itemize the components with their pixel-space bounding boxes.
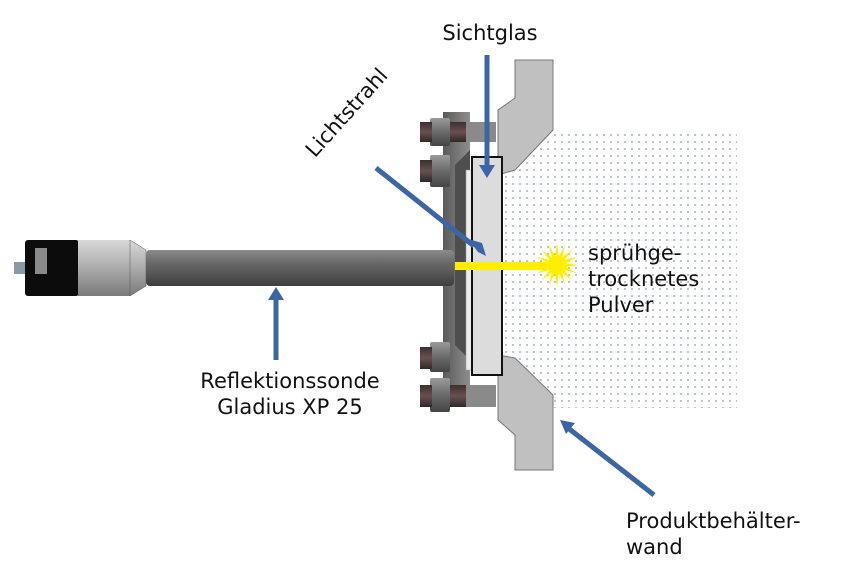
arrow-sichtglas: [479, 55, 495, 178]
arrow-lichtstrahl: [374, 166, 486, 256]
bolt-lower-1: [420, 342, 450, 372]
label-pulver-line-1: sprühge-: [588, 241, 682, 265]
probe-connector: [25, 240, 79, 296]
arrow-wand: [560, 420, 656, 497]
light-burst-shape: [535, 243, 579, 287]
label-sonde-line-1: Reflektionssonde: [200, 369, 380, 393]
label-sichtglas: Sichtglas: [442, 21, 538, 45]
label-wand-line-2: wand: [626, 535, 683, 559]
label-wand: Produktbehälter- wand: [626, 508, 801, 560]
label-sonde-line-2: Gladius XP 25: [217, 395, 363, 419]
light-beam: [455, 262, 547, 270]
label-sonde: Reflektionssonde Gladius XP 25: [170, 368, 410, 420]
probe-rod: [146, 250, 454, 286]
arrow-sonde: [268, 287, 284, 360]
probe-head: [78, 240, 130, 296]
label-pulver: sprühge- trocknetes Pulver: [588, 240, 699, 318]
light-burst-icon: [535, 243, 579, 287]
label-wand-line-1: Produktbehälter-: [626, 509, 801, 533]
reflection-probe: [14, 239, 454, 297]
bolt-lower-2: [420, 378, 496, 412]
label-pulver-line-3: Pulver: [588, 293, 654, 317]
container-wall-lower: [497, 354, 554, 471]
label-pulver-line-2: trocknetes: [588, 267, 700, 291]
container-wall-upper: [497, 59, 554, 176]
probe-connector-pin: [14, 262, 28, 274]
probe-taper: [129, 239, 147, 297]
bolt-upper-2: [420, 155, 450, 187]
